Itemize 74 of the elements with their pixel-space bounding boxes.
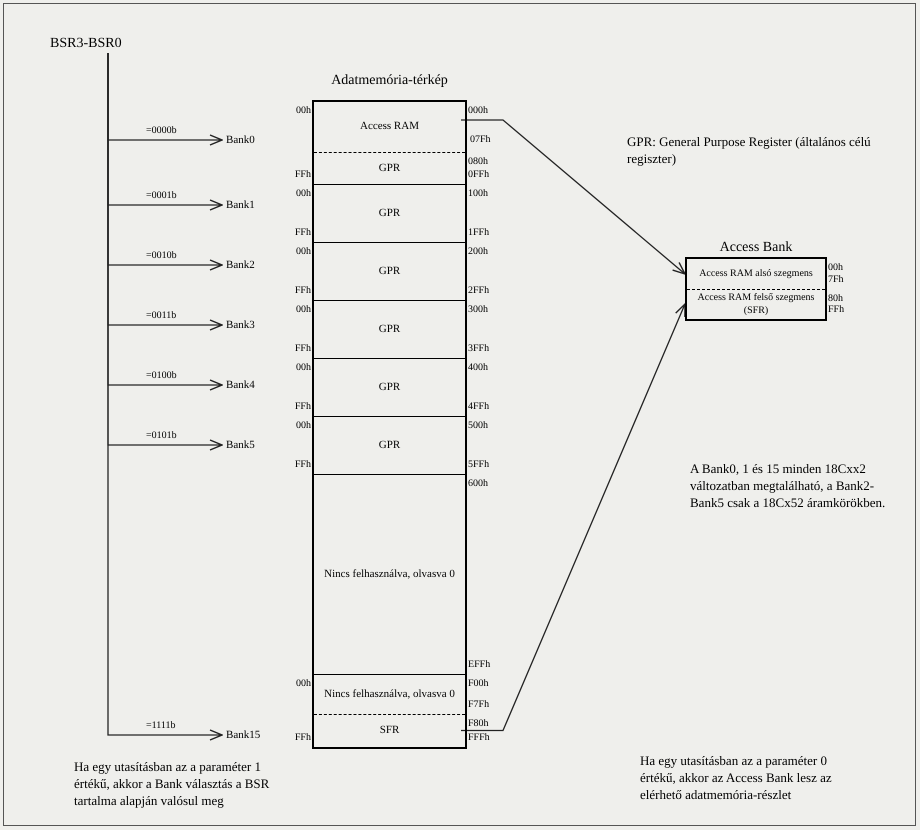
bank-label: Bank3 xyxy=(226,318,255,332)
segment-label: GPR xyxy=(378,438,402,452)
map-title: Adatmemória-térkép xyxy=(331,72,448,90)
address-label: F00h xyxy=(468,678,489,689)
segment-label: GPR xyxy=(378,380,402,394)
bank-label: Bank2 xyxy=(226,258,255,272)
address-label: FFFh xyxy=(468,732,490,743)
address-label: FFh xyxy=(828,304,844,315)
address-label: 80h xyxy=(828,293,843,304)
bank-label: Bank1 xyxy=(226,198,255,212)
note-text: Ha egy utasításban az a paraméter 1 értékű, akkor a Bank választás a BSR tartalma alapján valósul meg xyxy=(74,758,270,809)
address-label: 300h xyxy=(468,304,488,315)
address-label: 7Fh xyxy=(828,274,844,285)
segment-label: GPR xyxy=(378,162,402,176)
edge-label: =0010b xyxy=(146,250,177,261)
address-label: FFh xyxy=(294,343,311,354)
address-label: 200h xyxy=(468,246,488,257)
segment-label: Nincs felhasználva, olvasva 0 xyxy=(323,568,456,582)
address-label: 1FFh xyxy=(468,227,490,238)
address-label: 00h xyxy=(296,246,311,257)
address-label: 0FFh xyxy=(468,169,490,180)
address-label: FFh xyxy=(294,732,311,743)
arrow xyxy=(107,53,223,741)
address-label: FFh xyxy=(294,227,311,238)
address-label: 100h xyxy=(468,188,488,199)
bank-label: Bank15 xyxy=(226,728,260,742)
address-label: FFh xyxy=(294,401,311,412)
address-label: 3FFh xyxy=(468,343,490,354)
segment-label: GPR xyxy=(378,322,402,336)
address-label: FFh xyxy=(294,169,311,180)
address-label: 600h xyxy=(468,478,488,489)
note-text: 07Fh xyxy=(470,134,491,145)
segment-label: SFR xyxy=(378,724,400,738)
address-label: 00h xyxy=(296,678,311,689)
address-label: 500h xyxy=(468,420,488,431)
segment-label: GPR xyxy=(378,206,402,220)
address-label: 00h xyxy=(828,262,843,273)
segment-label: Access RAM felső szegmens (SFR) xyxy=(696,292,816,317)
address-label: FFh xyxy=(294,459,311,470)
edge-label: =0011b xyxy=(146,310,176,321)
address-label: 5FFh xyxy=(468,459,490,470)
address-label: 400h xyxy=(468,362,488,373)
edge-label: =0001b xyxy=(146,190,177,201)
note-text: Ha egy utasításban az a paraméter 0 értékű, akkor az Access Bank lesz az elérhető adatmemória-részlet xyxy=(640,752,833,803)
address-label: 00h xyxy=(296,105,311,116)
segment-label: GPR xyxy=(378,264,402,278)
arrow xyxy=(461,119,686,275)
edge-label: =0000b xyxy=(146,125,177,136)
address-label: 00h xyxy=(296,362,311,373)
segment-label: Access RAM xyxy=(359,120,420,134)
arrow xyxy=(461,303,686,732)
address-label: 000h xyxy=(468,105,488,116)
address-label: 00h xyxy=(296,304,311,315)
address-label: 2FFh xyxy=(468,285,490,296)
note-text: GPR: General Purpose Register (általános célú regiszter) xyxy=(627,133,872,167)
address-label: 080h xyxy=(468,156,488,167)
edge-label: =0100b xyxy=(146,370,177,381)
address-label: 4FFh xyxy=(468,401,490,412)
note-text: A Bank0, 1 és 15 minden 18Cxx2 változatban megtalálható, a Bank2-Bank5 csak a 18Cx52 áramkörökben. xyxy=(690,460,886,511)
segment-label: Access RAM alsó szegmens xyxy=(698,268,814,280)
bank-label: Bank0 xyxy=(226,133,255,147)
address-label: 00h xyxy=(296,188,311,199)
segment-label: Nincs felhasználva, olvasva 0 xyxy=(323,688,456,702)
address-label: F7Fh xyxy=(468,699,490,710)
address-label: EFFh xyxy=(468,659,490,670)
edge-label: =0101b xyxy=(146,430,177,441)
edge-label: =1111b xyxy=(146,720,176,731)
address-label: FFh xyxy=(294,285,311,296)
bank-label: Bank5 xyxy=(226,438,255,452)
bus-label: BSR3-BSR0 xyxy=(50,33,122,54)
bank-label: Bank4 xyxy=(226,378,255,392)
address-label: 00h xyxy=(296,420,311,431)
address-label: F80h xyxy=(468,718,489,729)
access-bank-title: Access Bank xyxy=(720,239,792,257)
